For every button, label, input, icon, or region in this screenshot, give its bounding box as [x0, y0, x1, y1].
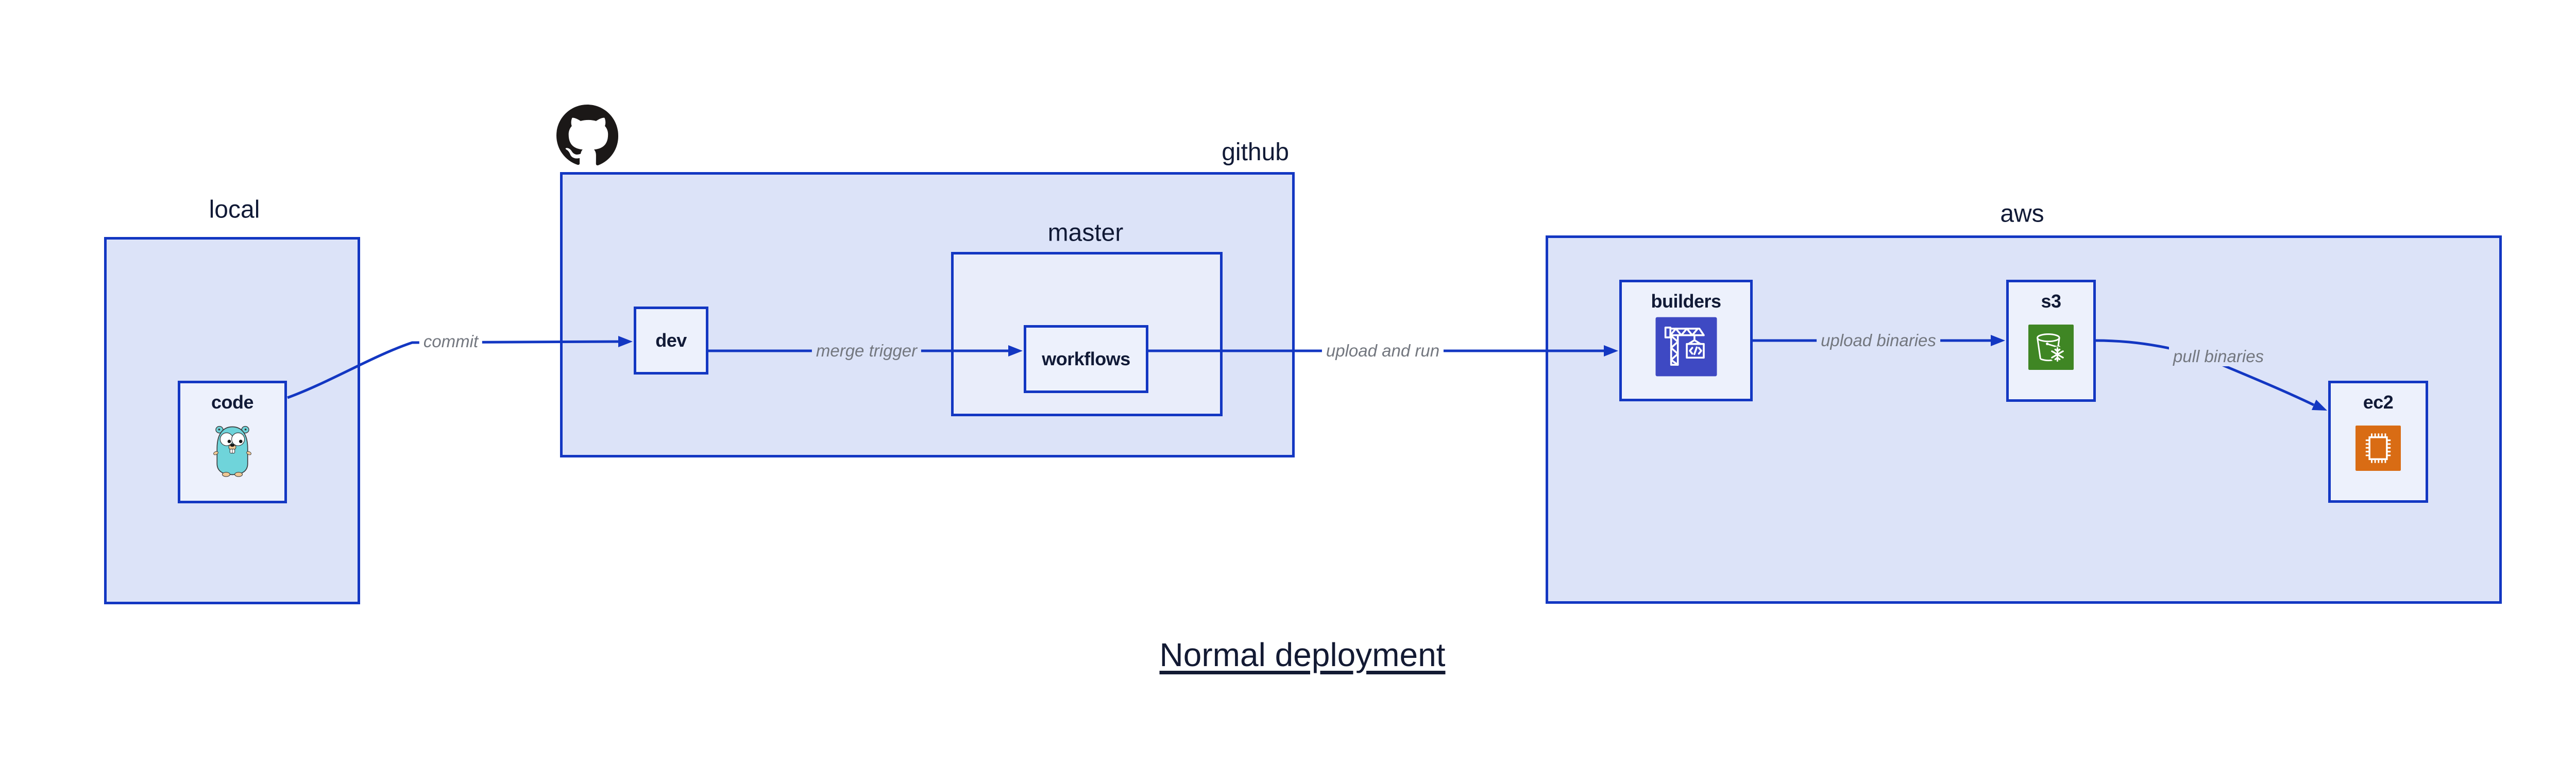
go-gopher-icon — [213, 426, 251, 477]
ec2-node-box: ec2 — [2328, 381, 2428, 503]
s3-node-label: s3 — [2041, 291, 2061, 312]
github-container-label: github — [1222, 139, 1289, 166]
diagram-title: Normal deployment — [1159, 636, 1446, 673]
edge-upload-binaries-label: upload binaries — [1817, 331, 1940, 350]
edge-commit-label: commit — [419, 332, 483, 351]
workflows-node-label: workflows — [1042, 348, 1130, 369]
ec2-node-label: ec2 — [2363, 392, 2394, 413]
workflows-node-box: workflows — [1024, 325, 1148, 393]
dev-branch-box: dev — [634, 307, 708, 375]
builders-node-label: builders — [1651, 291, 1721, 312]
edge-upload-and-run-label: upload and run — [1321, 341, 1444, 361]
code-node-box: code — [178, 381, 287, 503]
github-octocat-icon — [556, 105, 619, 165]
master-branch-label: master — [1047, 219, 1124, 247]
edge-pull-binaries-label: pull binaries — [2168, 347, 2268, 366]
edge-merge-trigger-label: merge trigger — [811, 341, 922, 361]
code-node-label: code — [211, 392, 254, 413]
dev-branch-label: dev — [655, 330, 687, 351]
codebuild-crane-icon — [1655, 317, 1717, 377]
local-container-label: local — [209, 196, 260, 224]
aws-container-label: aws — [2000, 200, 2044, 228]
s3-node-box: s3 — [2006, 280, 2096, 402]
builders-node-box: builders — [1619, 280, 1753, 401]
ec2-chip-icon — [2355, 425, 2401, 471]
s3-bucket-snowflake-icon — [2028, 324, 2074, 370]
